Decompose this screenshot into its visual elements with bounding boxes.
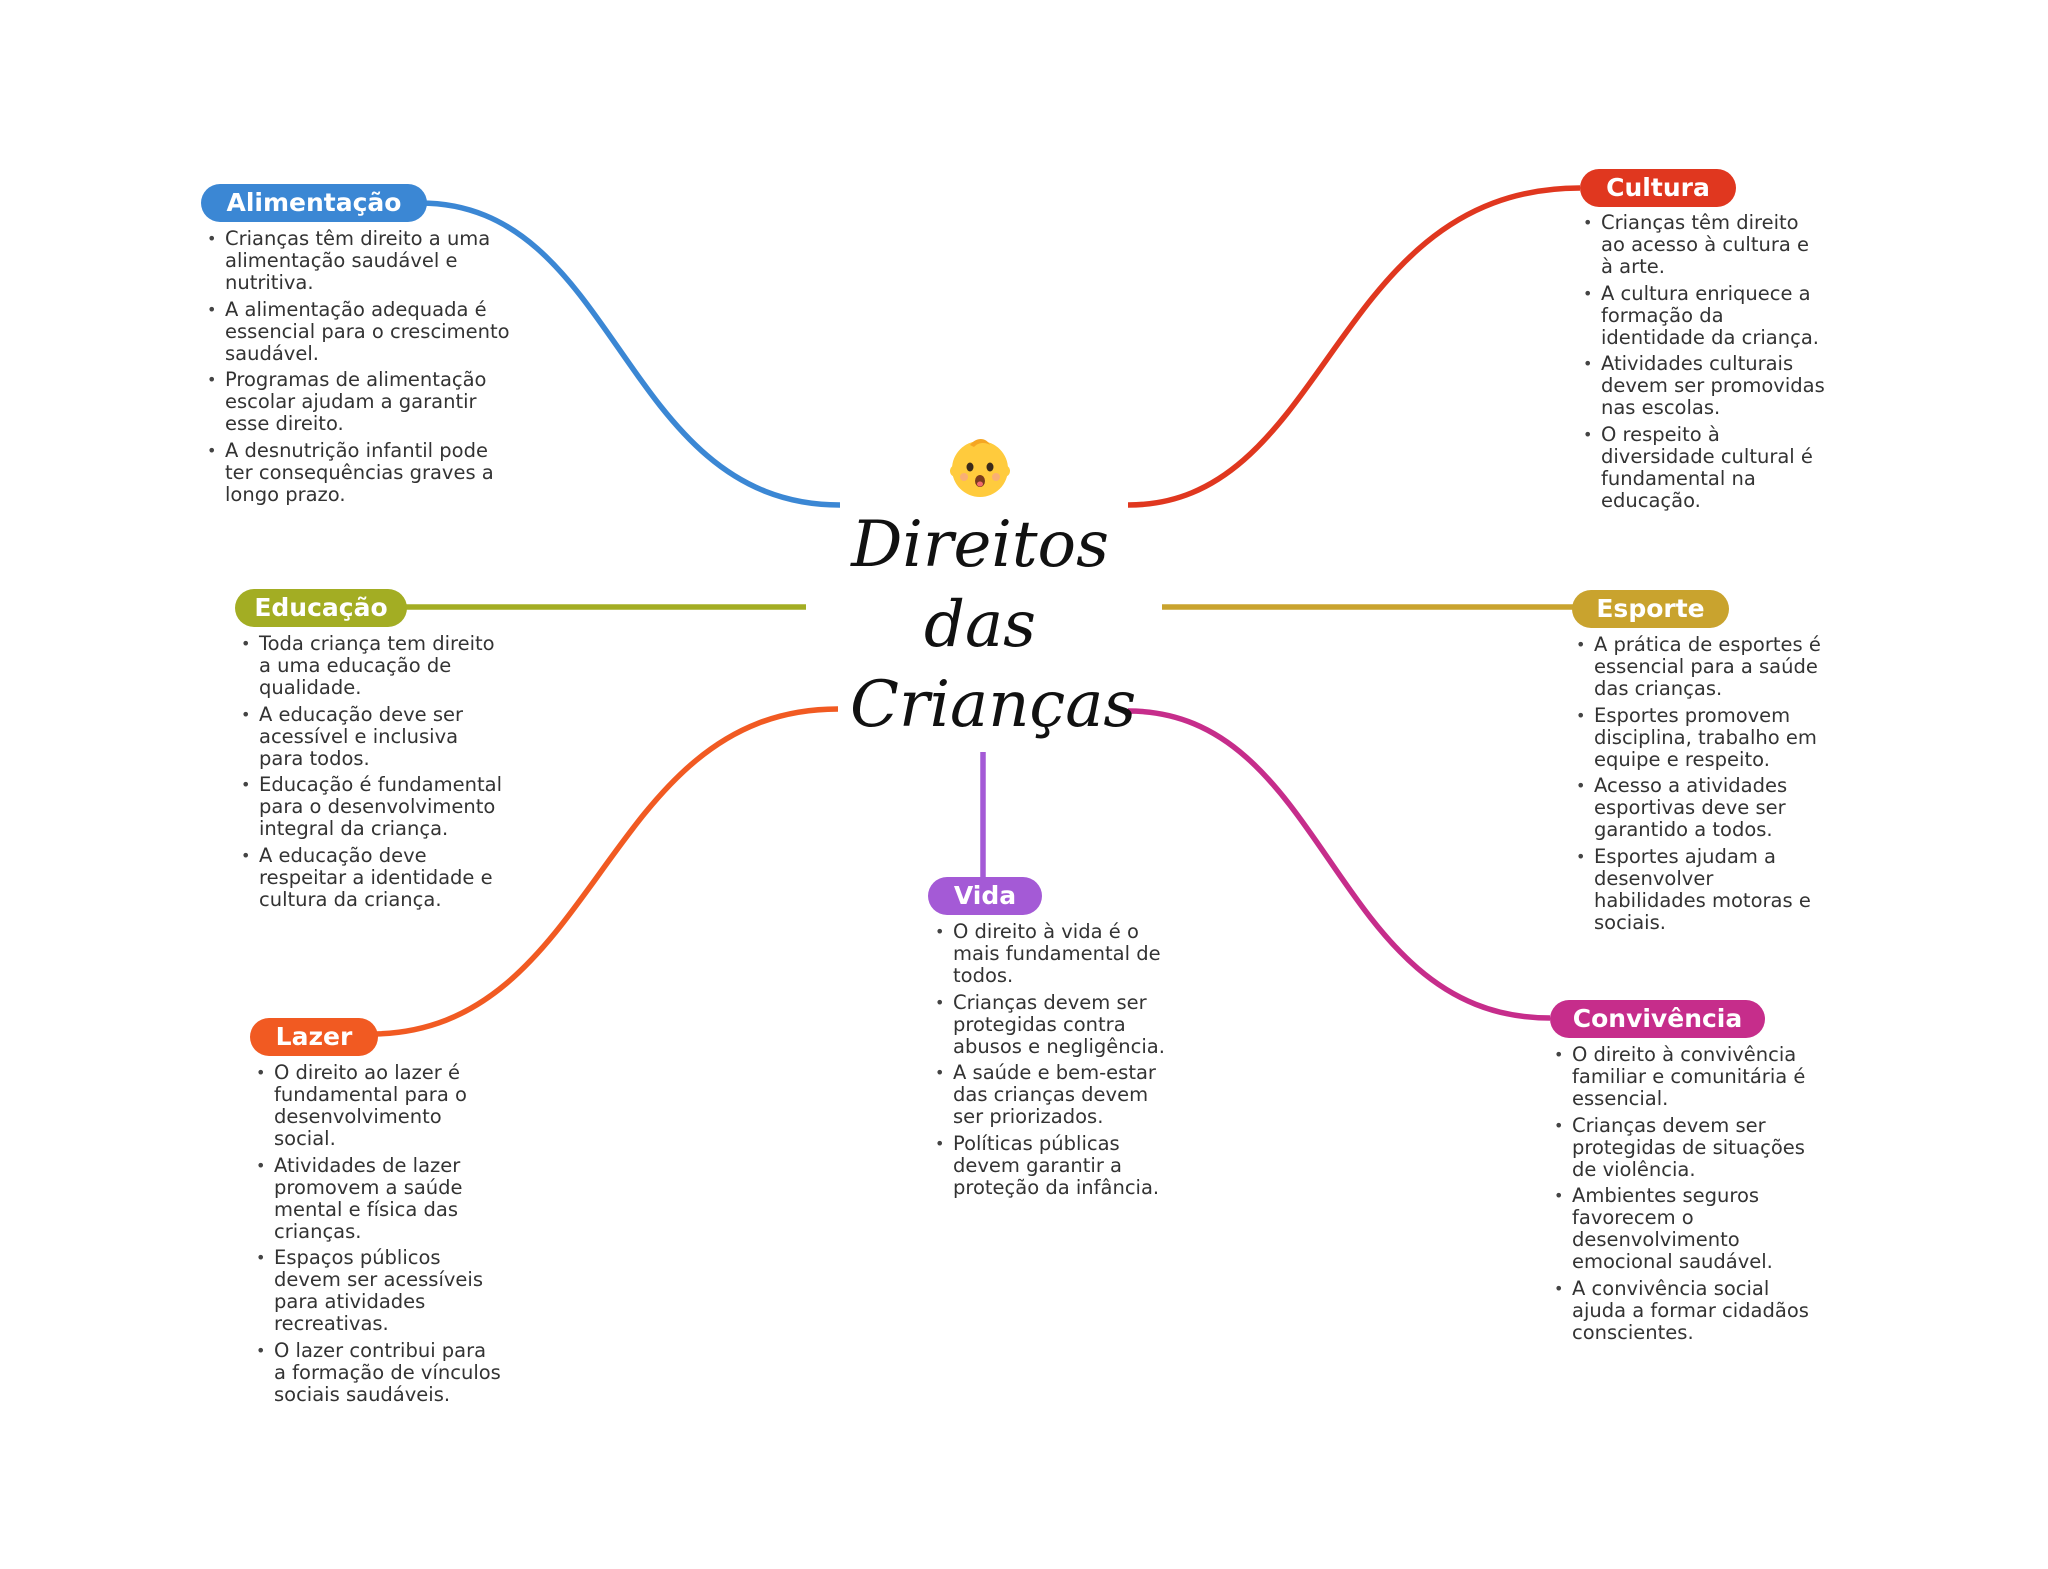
list-item: A cultura enriquece a formação da identi…: [1583, 282, 1826, 349]
topic-esporte[interactable]: Esporte: [1572, 590, 1729, 628]
list-item: A convivência social ajuda a formar cida…: [1554, 1277, 1822, 1344]
list-item: Esportes ajudam a desenvolver habilidade…: [1576, 845, 1824, 934]
list-item: Políticas públicas devem garantir a prot…: [935, 1132, 1173, 1199]
list-item: Espaços públicos devem ser acessíveis pa…: [256, 1247, 504, 1335]
central-title-line-2: das: [924, 588, 1036, 662]
topic-alimentacao-list: Crianças têm direito a uma alimentação s…: [205, 228, 515, 510]
connector-alimentacao: [419, 200, 841, 508]
connector-convivencia: [1127, 708, 1551, 1021]
list-item: Acesso a atividades esportivas deve ser …: [1576, 775, 1824, 841]
central-title-line-1: Direitos: [851, 508, 1109, 582]
list-item: Ambientes seguros favorecem o desenvolvi…: [1554, 1185, 1822, 1273]
list-item: O respeito à diversidade cultural é fund…: [1583, 423, 1826, 512]
list-item: A educação deve ser acessível e inclusiv…: [241, 703, 504, 770]
list-item: Toda criança tem direito a uma educação …: [241, 633, 504, 699]
topic-alimentacao[interactable]: Alimentação: [201, 184, 427, 222]
list-item: Crianças têm direito ao acesso à cultura…: [1583, 212, 1826, 278]
list-item: Educação é fundamental para o desenvolvi…: [241, 774, 504, 840]
topic-cultura-list: Crianças têm direito ao acesso à cultura…: [1581, 212, 1826, 516]
central-topic[interactable]: Direitos das Crianças: [850, 435, 1137, 745]
topic-educacao[interactable]: Educação: [235, 589, 407, 627]
list-item: A saúde e bem-estar das crianças devem s…: [935, 1062, 1173, 1128]
topic-vida[interactable]: Vida: [928, 877, 1042, 915]
list-item: Crianças têm direito a uma alimentação s…: [207, 228, 515, 294]
list-item: O direito à convivência familiar e comun…: [1554, 1044, 1822, 1110]
topic-cultura[interactable]: Cultura: [1580, 169, 1736, 207]
topic-vida-list: O direito à vida é o mais fundamental de…: [933, 921, 1173, 1203]
topic-convivencia[interactable]: Convivência: [1550, 1000, 1765, 1038]
topic-lazer-list: O direito ao lazer é fundamental para o …: [254, 1062, 504, 1410]
central-title-line-3: Crianças: [850, 668, 1137, 742]
list-item: Programas de alimentação escolar ajudam …: [207, 369, 515, 435]
list-item: Atividades de lazer promovem a saúde men…: [256, 1154, 504, 1243]
list-item: A alimentação adequada é essencial para …: [207, 298, 515, 365]
list-item: A prática de esportes é essencial para a…: [1576, 634, 1824, 700]
list-item: A desnutrição infantil pode ter consequê…: [207, 439, 515, 506]
topic-educacao-list: Toda criança tem direito a uma educação …: [239, 633, 504, 915]
list-item: Crianças devem ser protegidas contra abu…: [935, 991, 1173, 1058]
list-item: Esportes promovem disciplina, trabalho e…: [1576, 704, 1824, 771]
list-item: A educação deve respeitar a identidade e…: [241, 844, 504, 911]
baby-face-icon: [950, 439, 1010, 497]
list-item: O direito à vida é o mais fundamental de…: [935, 921, 1173, 987]
connector-cultura: [1127, 185, 1581, 508]
topic-esporte-list: A prática de esportes é essencial para a…: [1574, 634, 1824, 938]
connector-lazer: [369, 706, 839, 1037]
list-item: Atividades culturais devem ser promovida…: [1583, 353, 1826, 419]
list-item: O direito ao lazer é fundamental para o …: [256, 1062, 504, 1150]
list-item: O lazer contribui para a formação de vín…: [256, 1339, 504, 1406]
list-item: Crianças devem ser protegidas de situaçõ…: [1554, 1114, 1822, 1181]
topic-lazer[interactable]: Lazer: [250, 1018, 378, 1056]
topic-convivencia-list: O direito à convivência familiar e comun…: [1552, 1044, 1822, 1348]
